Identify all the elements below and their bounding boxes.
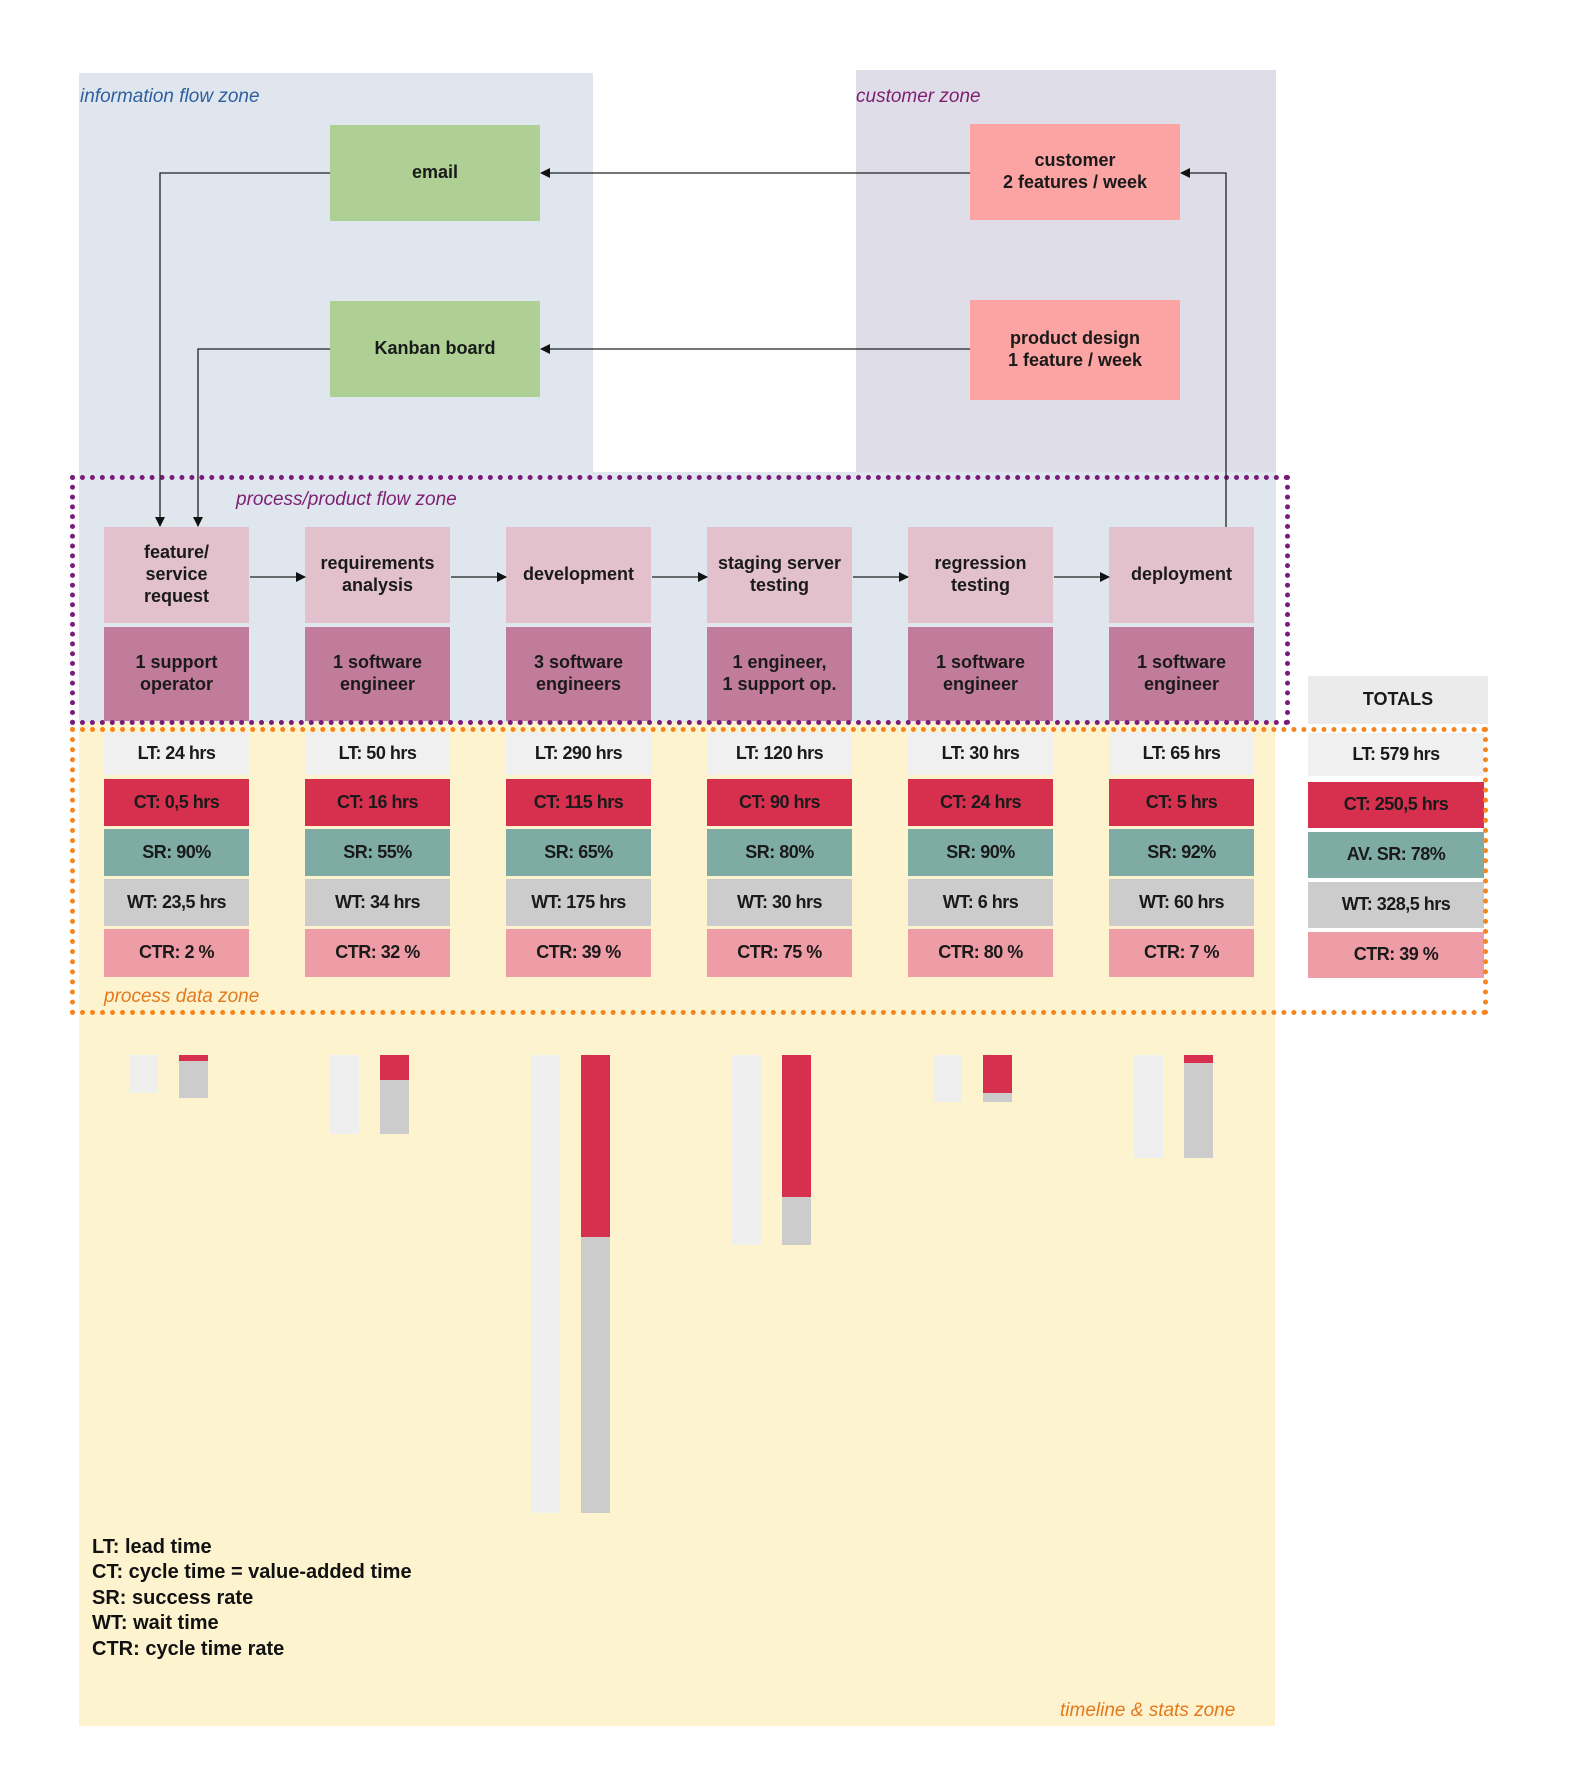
legend-cycle-time: CT: cycle time = value-added time xyxy=(92,1561,412,1583)
lead-time-bar-5 xyxy=(933,1055,962,1103)
lead-time-3: LT: 290 hrs xyxy=(506,732,651,775)
step-staff-6: 1 software engineer xyxy=(1109,627,1254,721)
step-name-1[interactable]: feature/ service request xyxy=(104,527,249,623)
cycle-time-bar-3 xyxy=(581,1055,610,1237)
customer-node[interactable]: customer 2 features / week xyxy=(970,124,1180,220)
process-data-zone-label: process data zone xyxy=(104,986,260,1007)
timeline-stats-zone-label: timeline & stats zone xyxy=(1060,1700,1236,1721)
timeline-stats-zone xyxy=(79,722,1275,1726)
step-name-5[interactable]: regression testing xyxy=(908,527,1053,623)
total-cycle-time: CT: 250,5 hrs xyxy=(1308,782,1484,828)
cycle-time-bar-2 xyxy=(380,1055,409,1081)
cycle-time-rate-4: CTR: 75 % xyxy=(707,929,852,977)
lead-time-bar-4 xyxy=(732,1055,761,1245)
totals-header: TOTALS xyxy=(1308,676,1488,724)
legend-success-rate: SR: success rate xyxy=(92,1587,254,1609)
cycle-time-bar-1 xyxy=(179,1055,208,1061)
cycle-time-bar-4 xyxy=(782,1055,811,1198)
step-name-4[interactable]: staging server testing xyxy=(707,527,852,623)
wait-time-bar-2 xyxy=(380,1080,409,1134)
lead-time-5: LT: 30 hrs xyxy=(908,732,1053,775)
success-rate-4: SR: 80% xyxy=(707,829,852,876)
cycle-time-rate-2: CTR: 32 % xyxy=(305,929,450,977)
wait-time-bar-4 xyxy=(782,1197,811,1245)
success-rate-2: SR: 55% xyxy=(305,829,450,876)
connector-kanban-to-request xyxy=(193,348,330,527)
wait-time-5: WT: 6 hrs xyxy=(908,879,1053,926)
lead-time-4: LT: 120 hrs xyxy=(707,732,852,775)
wait-time-bar-5 xyxy=(983,1092,1012,1103)
total-success-rate: AV. SR: 78% xyxy=(1308,832,1484,878)
success-rate-3: SR: 65% xyxy=(506,829,651,876)
wait-time-2: WT: 34 hrs xyxy=(305,879,450,926)
kanban-board-node[interactable]: Kanban board xyxy=(330,301,540,397)
total-cycle-time-rate: CTR: 39 % xyxy=(1308,932,1484,978)
step-name-3[interactable]: development xyxy=(506,527,651,623)
cycle-time-rate-3: CTR: 39 % xyxy=(506,929,651,977)
success-rate-6: SR: 92% xyxy=(1109,829,1254,876)
legend-wait-time: WT: wait time xyxy=(92,1612,219,1634)
lead-time-2: LT: 50 hrs xyxy=(305,732,450,775)
cycle-time-1: CT: 0,5 hrs xyxy=(104,779,249,826)
step-name-6[interactable]: deployment xyxy=(1109,527,1254,623)
wait-time-6: WT: 60 hrs xyxy=(1109,879,1254,926)
lead-time-bar-1 xyxy=(129,1055,158,1093)
total-lead-time: LT: 579 hrs xyxy=(1308,733,1484,776)
wait-time-1: WT: 23,5 hrs xyxy=(104,879,249,926)
lead-time-bar-6 xyxy=(1134,1055,1163,1158)
cycle-time-bar-5 xyxy=(983,1055,1012,1093)
success-rate-1: SR: 90% xyxy=(104,829,249,876)
process-flow-zone-label: process/product flow zone xyxy=(236,489,457,510)
customer-zone-label: customer zone xyxy=(856,86,981,107)
wait-time-3: WT: 175 hrs xyxy=(506,879,651,926)
wait-time-bar-6 xyxy=(1184,1062,1213,1158)
cycle-time-rate-5: CTR: 80 % xyxy=(908,929,1053,977)
total-wait-time: WT: 328,5 hrs xyxy=(1308,882,1484,928)
process-flow-zone-background xyxy=(79,472,1276,722)
lead-time-bar-3 xyxy=(531,1055,560,1513)
lead-time-6: LT: 65 hrs xyxy=(1109,732,1254,775)
wait-time-bar-3 xyxy=(581,1236,610,1513)
wait-time-4: WT: 30 hrs xyxy=(707,879,852,926)
cycle-time-4: CT: 90 hrs xyxy=(707,779,852,826)
product-design-node[interactable]: product design 1 feature / week xyxy=(970,300,1180,400)
cycle-time-6: CT: 5 hrs xyxy=(1109,779,1254,826)
connector-deployment-to-customer xyxy=(1180,168,1227,527)
step-staff-2: 1 software engineer xyxy=(305,627,450,721)
step-staff-1: 1 support operator xyxy=(104,627,249,721)
lead-time-1: LT: 24 hrs xyxy=(104,732,249,775)
step-name-2[interactable]: requirements analysis xyxy=(305,527,450,623)
wait-time-bar-1 xyxy=(179,1061,208,1099)
process-data-zone-border xyxy=(70,727,1488,1015)
cycle-time-bar-6 xyxy=(1184,1055,1213,1063)
lead-time-bar-2 xyxy=(330,1055,359,1134)
process-flow-zone-border xyxy=(70,475,1290,725)
cycle-time-2: CT: 16 hrs xyxy=(305,779,450,826)
information-flow-zone-label: information flow zone xyxy=(80,86,260,107)
step-staff-3: 3 software engineers xyxy=(506,627,651,721)
cycle-time-5: CT: 24 hrs xyxy=(908,779,1053,826)
step-staff-5: 1 software engineer xyxy=(908,627,1053,721)
cycle-time-rate-1: CTR: 2 % xyxy=(104,929,249,977)
legend-cycle-time-rate: CTR: cycle time rate xyxy=(92,1638,285,1660)
email-node[interactable]: email xyxy=(330,125,540,221)
cycle-time-rate-6: CTR: 7 % xyxy=(1109,929,1254,977)
success-rate-5: SR: 90% xyxy=(908,829,1053,876)
connector-email-to-request xyxy=(155,172,330,527)
legend-lead-time: LT: lead time xyxy=(92,1536,212,1558)
cycle-time-3: CT: 115 hrs xyxy=(506,779,651,826)
step-staff-4: 1 engineer, 1 support op. xyxy=(707,627,852,721)
